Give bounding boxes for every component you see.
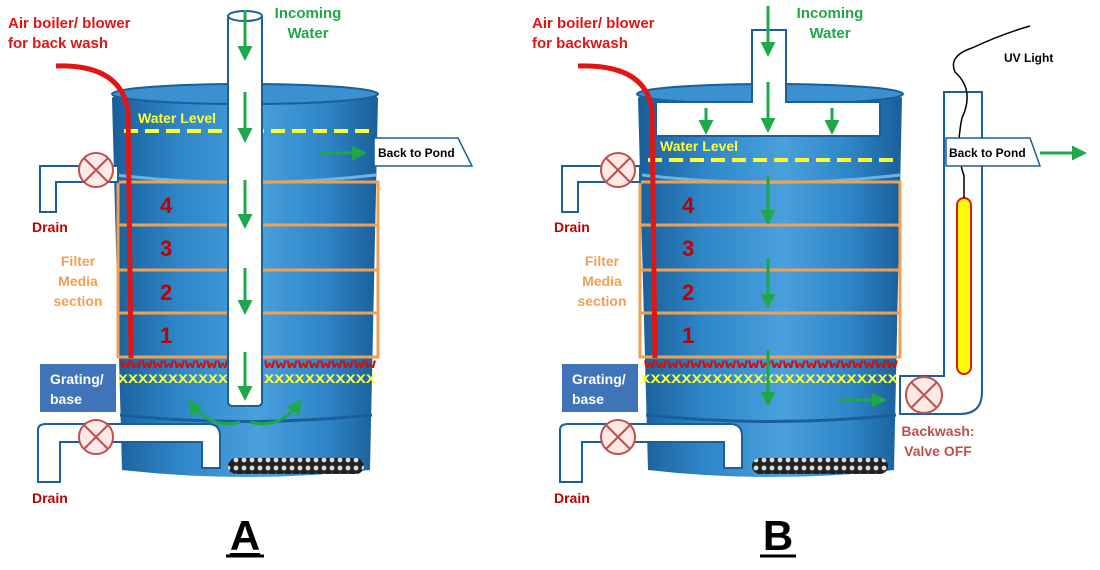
drain-label-bottom-b: Drain <box>554 490 590 506</box>
diagram-letter-b: B <box>763 512 793 559</box>
water-level-label-b: Water Level <box>660 138 738 154</box>
air-diffuser-b: WWWWWWWWWWWWWWWWWWWWWW <box>644 360 899 372</box>
mesh-base-b <box>752 458 888 474</box>
filter-media-label-b-line3: section <box>577 293 626 309</box>
uv-light-label: UV Light <box>1004 51 1053 65</box>
filter-media-label-b-line1: Filter <box>585 253 620 269</box>
layer-2-label: 2 <box>160 280 172 305</box>
incoming-label-b-line2: Water <box>809 25 850 42</box>
back-to-pond-label: Back to Pond <box>378 146 455 160</box>
uv-light-tube <box>956 197 972 375</box>
air-line-a <box>55 63 134 359</box>
filter-media-label-line2: Media <box>58 273 98 289</box>
grating-label-b-line1: Grating/ <box>572 371 626 387</box>
back-to-pond-label-b: Back to Pond <box>949 146 1026 160</box>
grating-box-b <box>562 364 638 412</box>
layer-1-label: 1 <box>160 323 172 348</box>
drain-label-top-b: Drain <box>554 219 590 235</box>
backwash-label-line1: Backwash: <box>901 423 974 439</box>
water-level-label: Water Level <box>138 110 216 126</box>
air-line-b <box>577 63 658 359</box>
mesh-base-a <box>228 458 364 474</box>
air-diffuser-a-right: WWWWWWWWWW <box>264 360 377 372</box>
grating-box-a <box>40 364 116 412</box>
air-blower-label-b-line1: Air boiler/ blower <box>532 15 655 32</box>
backwash-label-line2: Valve OFF <box>904 443 972 459</box>
back-to-pond-tag-a <box>373 137 474 167</box>
filter-media-label-b-line2: Media <box>582 273 622 289</box>
filter-media-label-line1: Filter <box>61 253 96 269</box>
layer-3-label-b: 3 <box>682 236 694 261</box>
air-diffuser-a-left: WWWWWWWWWW <box>120 360 229 372</box>
filter-media-b <box>638 180 902 359</box>
layer-4-label: 4 <box>160 193 173 218</box>
air-blower-label-line1: Air boiler/ blower <box>8 15 131 32</box>
diagram-b: Water Level 4 3 2 1 WWWWWWWWWWWWWWWWWWWW… <box>532 5 1087 559</box>
diagram-a: Water Level 4 3 2 1 WWWWWWWWWW WWWWWWWWW… <box>8 5 474 559</box>
drain-label-bottom-a: Drain <box>32 490 68 506</box>
grating-pattern-a-right: XXXXXXXXXXX <box>264 372 376 387</box>
grating-label-line1: Grating/ <box>50 371 104 387</box>
grating-label-b-line2: base <box>572 391 604 407</box>
layer-1-label-b: 1 <box>682 323 694 348</box>
incoming-label-line2: Water <box>287 25 328 42</box>
flow-arrows-a <box>188 10 302 426</box>
layer-2-label-b: 2 <box>682 280 694 305</box>
barrel-b <box>638 86 902 477</box>
grating-label-line2: base <box>50 391 82 407</box>
air-blower-label-b-line2: for backwash <box>532 35 628 52</box>
back-to-pond-tag-b <box>945 137 1042 167</box>
incoming-label-line1: Incoming <box>275 5 342 22</box>
layer-4-label-b: 4 <box>682 193 695 218</box>
filter-media-label-line3: section <box>53 293 102 309</box>
layer-3-label: 3 <box>160 236 172 261</box>
drain-label-top-a: Drain <box>32 219 68 235</box>
grating-pattern-a-left: XXXXXXXXXXX <box>118 372 228 387</box>
incoming-label-b-line1: Incoming <box>797 5 864 22</box>
diagram-letter-a: A <box>230 512 260 559</box>
air-blower-label-line2: for back wash <box>8 35 108 52</box>
